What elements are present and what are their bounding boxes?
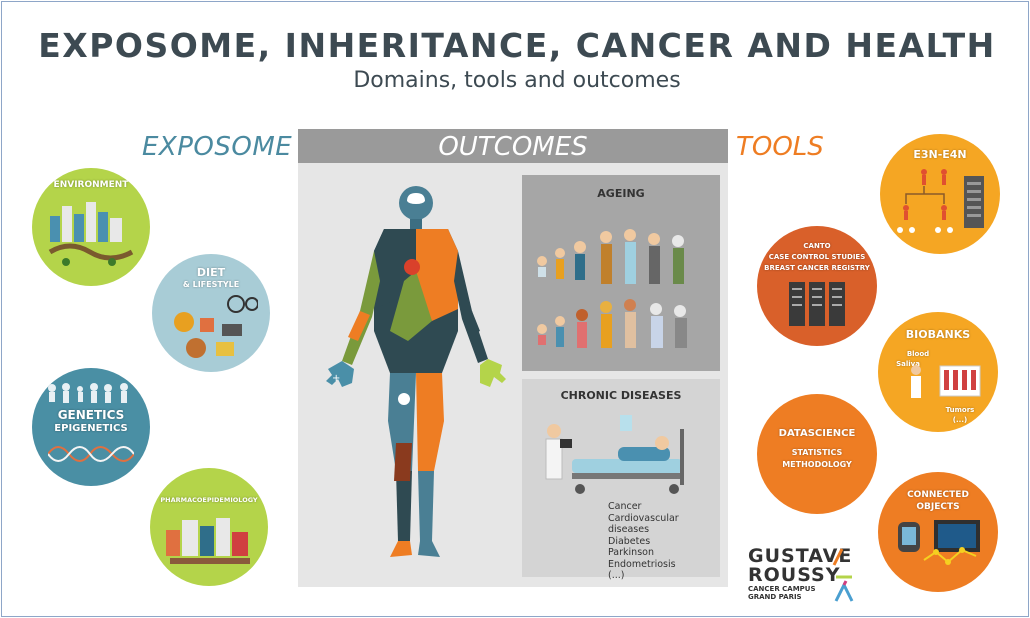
medicine-bottles-icon	[166, 518, 250, 564]
ageing-title: AGEING	[597, 187, 645, 200]
left-hand	[326, 361, 354, 387]
e3n-e4n-circle: E3N-E4N	[880, 134, 1000, 254]
disease-item: (...)	[608, 570, 625, 581]
pharmacoepidemiology-circle: PHARMACOEPIDEMIOLOGY	[150, 468, 268, 586]
city-icon	[48, 202, 134, 266]
blood-label: Blood	[906, 350, 930, 358]
family-silhouettes-icon	[48, 383, 128, 403]
connected-label: CONNECTED	[907, 490, 969, 500]
lab-samples-icon	[911, 365, 981, 398]
tumors-more-label: (...)	[952, 416, 968, 424]
e3n-label: E3N-E4N	[913, 148, 967, 161]
devices-icon	[898, 520, 980, 565]
diet-lifestyle-circle: DIET & LIFESTYLE	[152, 254, 270, 372]
page-subtitle: Domains, tools and outcomes	[353, 68, 681, 93]
disease-item: Parkinson	[608, 547, 654, 558]
human-body-illustration: +	[326, 186, 506, 557]
canto-label: CANTO	[803, 242, 831, 250]
datascience-circle: DATASCIENCE STATISTICS METHODOLOGY	[757, 394, 877, 514]
disease-item: Cardiovascular diseases	[608, 512, 679, 536]
logo-line3: CANCER CAMPUS	[748, 585, 816, 593]
hospital-bed-illustration	[545, 415, 684, 494]
disease-item: Endometriosis	[608, 558, 676, 570]
logo-line1: GUSTAVE	[748, 545, 853, 567]
chronic-diseases-title: CHRONIC DISEASES	[560, 389, 682, 402]
right-foot	[418, 541, 440, 557]
left-foot	[390, 541, 412, 557]
ageing-panel: AGEING	[522, 175, 720, 371]
ageing-people-illustration	[537, 229, 687, 348]
gustave-roussy-logo: GUSTAVE ROUSSY CANCER CAMPUS GRAND PARIS	[748, 545, 854, 602]
methodology-label: METHODOLOGY	[782, 460, 852, 469]
canto-circle: CANTO CASE CONTROL STUDIES BREAST CANCER…	[757, 226, 877, 346]
environment-circle: ENVIRONMENT	[32, 168, 150, 286]
disease-item: Diabetes	[608, 535, 651, 547]
chronic-diseases-panel: CHRONIC DISEASES Cancer Cardiovascular d…	[522, 379, 720, 581]
right-thigh	[416, 373, 444, 471]
brain-icon	[407, 193, 425, 204]
statistics-label: STATISTICS	[791, 448, 843, 457]
diet-label: DIET	[196, 266, 226, 279]
outcomes-panel: + AGEING	[298, 163, 728, 587]
exposome-heading: EXPOSOME	[142, 132, 293, 162]
genetics-epigenetics-circle: GENETICS EPIGENETICS	[32, 368, 150, 486]
torso-orange-panel	[416, 229, 458, 321]
torso-green-panel	[390, 271, 432, 341]
breast-cancer-registry-label: BREAST CANCER REGISTRY	[764, 264, 870, 272]
server-icon	[789, 282, 845, 326]
right-hand	[480, 359, 506, 387]
dna-icon	[48, 446, 134, 462]
family-tree-icon	[897, 169, 984, 233]
biobanks-label: BIOBANKS	[905, 328, 971, 341]
connected-objects-circle: CONNECTED OBJECTS	[878, 472, 998, 592]
food-sport-icon	[174, 295, 258, 358]
epigenetics-label: EPIGENETICS	[54, 423, 128, 434]
svg-text:+: +	[332, 373, 340, 384]
genetics-label: GENETICS	[57, 408, 125, 422]
datascience-label: DATASCIENCE	[778, 428, 856, 439]
heart-icon	[404, 259, 420, 275]
logo-line4: GRAND PARIS	[748, 593, 802, 601]
biobanks-circle: BIOBANKS Blood Saliva Tumors (...)	[878, 312, 998, 432]
tumors-label: Tumors	[945, 406, 975, 414]
environment-label: ENVIRONMENT	[53, 180, 129, 190]
outcomes-heading: OUTCOMES	[298, 129, 728, 163]
objects-label: OBJECTS	[916, 502, 960, 512]
page-title: EXPOSOME, INHERITANCE, CANCER AND HEALTH	[38, 26, 996, 65]
logo-mark-icon	[832, 548, 854, 602]
radiation-icon	[398, 393, 410, 405]
right-shin	[418, 471, 434, 541]
lifestyle-label: & LIFESTYLE	[182, 280, 240, 289]
left-shin	[396, 471, 412, 541]
pharmaco-label: PHARMACOEPIDEMIOLOGY	[160, 496, 258, 504]
case-control-label: CASE CONTROL STUDIES	[768, 253, 866, 261]
logo-line2: ROUSSY	[748, 564, 841, 586]
tools-heading: TOOLS	[736, 132, 824, 162]
saliva-label: Saliva	[896, 360, 920, 368]
disease-item: Cancer	[608, 501, 642, 512]
disease-list: Cancer Cardiovascular diseases Diabetes …	[608, 501, 720, 582]
